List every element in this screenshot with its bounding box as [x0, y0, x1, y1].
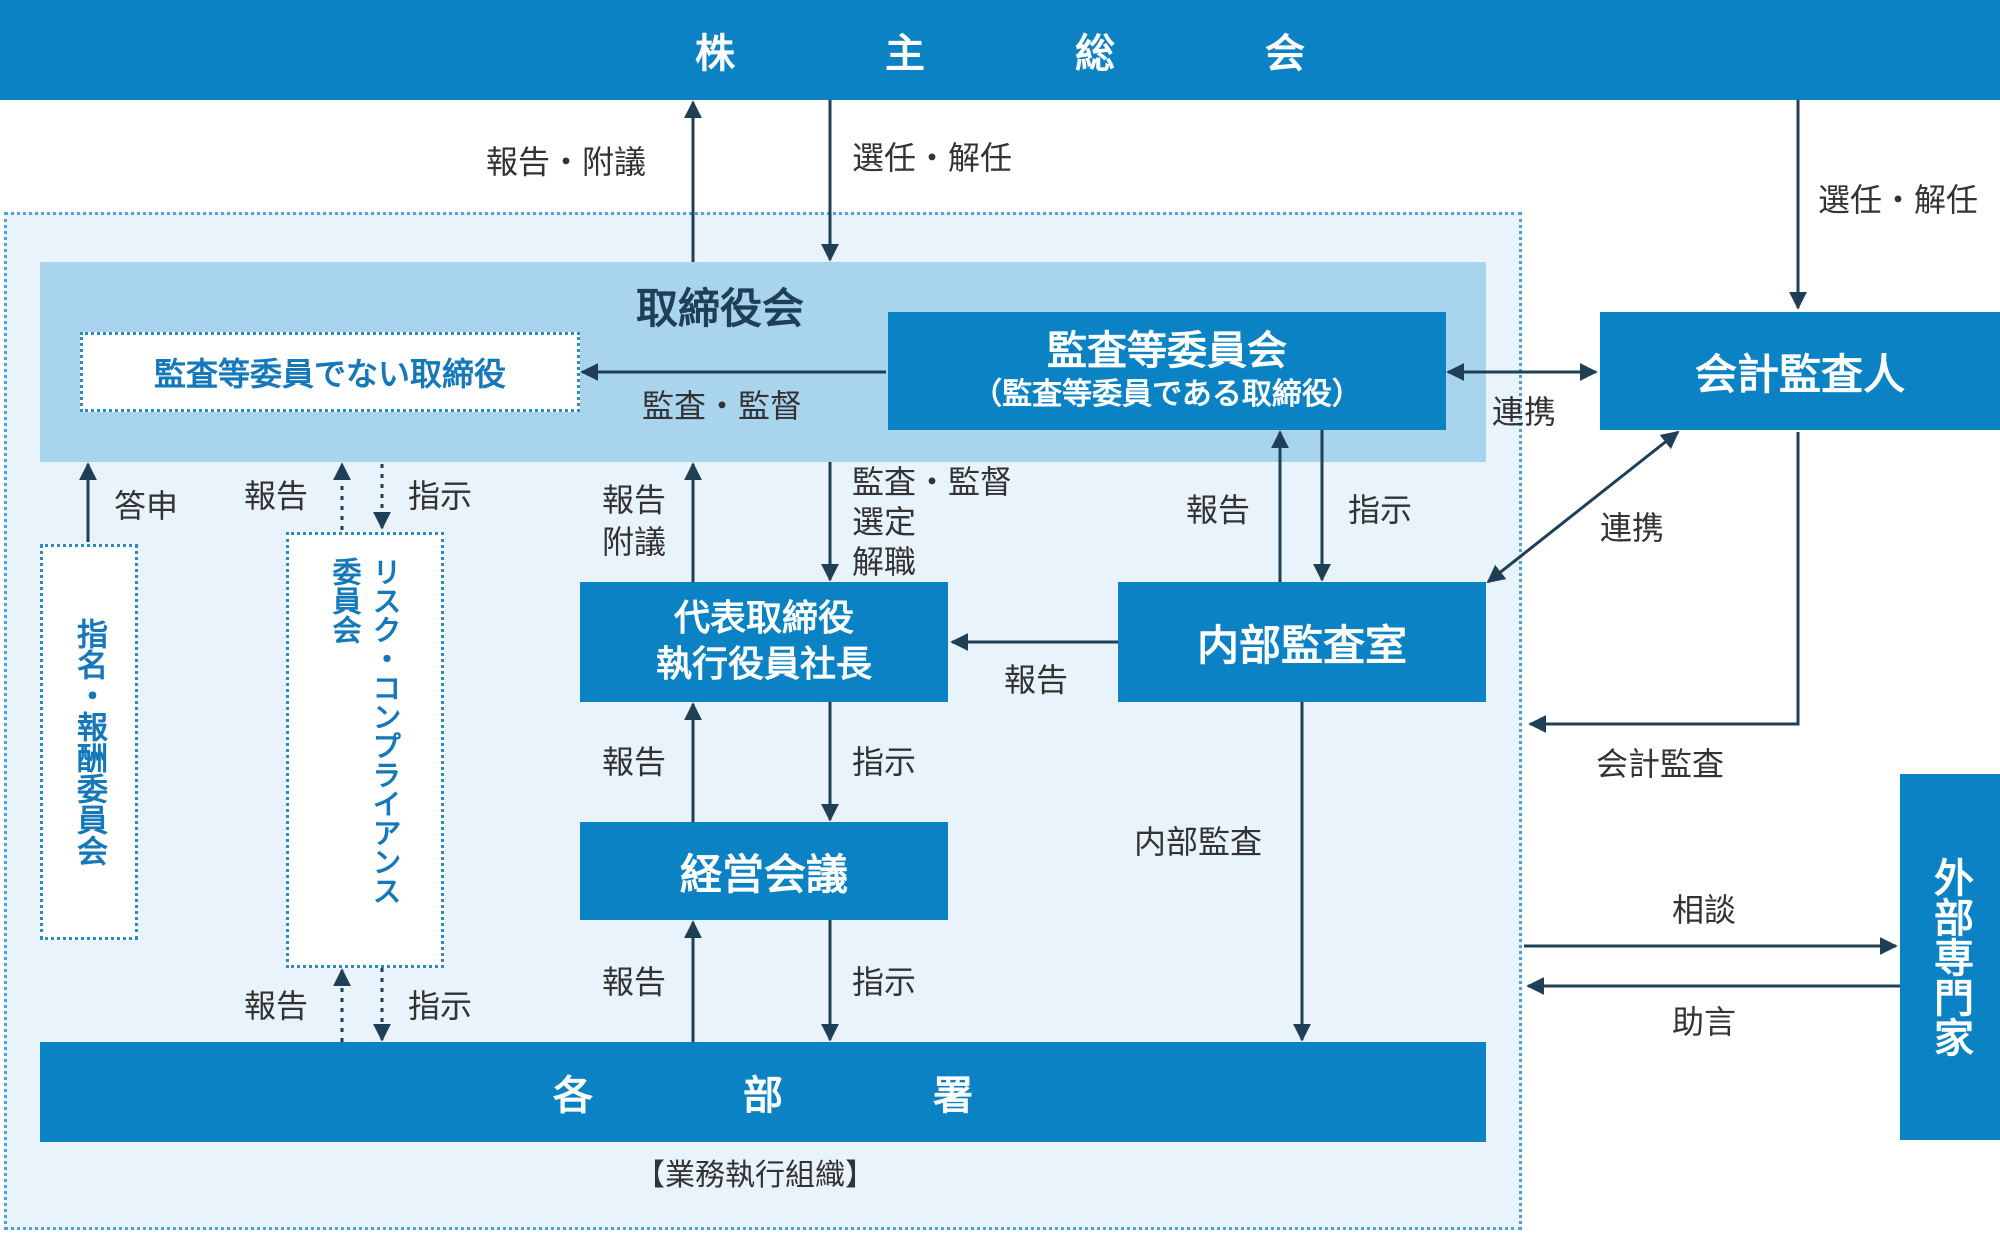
label-committee-instruct: 指示	[1348, 491, 1413, 529]
representative-director-ceo: 代表取締役 執行役員社長	[580, 582, 948, 702]
board-title: 取締役会	[636, 284, 805, 333]
label-answer: 答申	[114, 487, 179, 525]
label-cooperation-1: 連携	[1492, 393, 1557, 431]
label-advice: 助言	[1672, 1003, 1737, 1041]
label-consult: 相談	[1672, 891, 1737, 929]
risk-committee-label-line1: リスク・コンプライアンス	[368, 557, 402, 905]
audit-committee-title: 監査等委員会	[1047, 328, 1287, 374]
label-internal-report: 報告	[1186, 491, 1251, 529]
ceo-label-line1: 代表取締役	[673, 598, 854, 639]
label-board-to-ceo-line3: 解職	[852, 543, 917, 581]
non-audit-directors-label: 監査等委員でない取締役	[153, 355, 506, 393]
label-elect-dismiss-board: 選任・解任	[852, 139, 1013, 177]
label-mm-report: 報告	[602, 743, 667, 781]
label-audit-supervise: 監査・監督	[642, 387, 803, 425]
label-ceo-instruct: 指示	[852, 743, 917, 781]
label-risk-dept-instruct: 指示	[408, 987, 473, 1025]
label-elect-dismiss-auditor: 選任・解任	[1818, 181, 1979, 219]
audit-committee-subtitle: （監査等委員である取締役）	[972, 377, 1362, 412]
arrow-cooperation-2	[1486, 430, 1680, 584]
audit-supervisory-committee: 監査等委員会 （監査等委員である取締役）	[888, 312, 1446, 430]
internal-audit-office: 内部監査室	[1118, 582, 1486, 702]
arrow-accounting-audit	[1528, 432, 1800, 733]
label-board-to-ceo-line2: 選定	[852, 503, 917, 541]
label-board-to-ceo-line1: 監査・監督	[852, 463, 1013, 501]
label-risk-instruct: 指示	[408, 477, 473, 515]
label-accounting-audit: 会計監査	[1596, 745, 1725, 783]
risk-committee-label-line2: 委員会	[328, 557, 362, 644]
accounting-auditor-label: 会計監査人	[1694, 349, 1905, 399]
label-cooperation-2: 連携	[1600, 509, 1665, 547]
risk-compliance-committee: リスク・コンプライアンス 委員会	[286, 532, 444, 968]
label-internal-to-ceo: 報告	[1004, 661, 1069, 699]
shareholders-meeting-label: 株主総会	[695, 31, 1455, 77]
shareholders-meeting: 株主総会	[0, 0, 2000, 100]
label-ceo-report-line1: 報告	[602, 481, 667, 519]
management-meeting: 経営会議	[580, 822, 948, 920]
nomination-committee-label: 指名・報酬委員会	[71, 618, 107, 866]
label-report-resolution: 報告・附議	[486, 143, 647, 181]
external-experts: 外部専門家	[1900, 774, 2000, 1140]
departments: 各部署	[40, 1042, 1486, 1142]
label-ceo-report-line2: 附議	[602, 523, 667, 561]
accounting-auditor: 会計監査人	[1600, 312, 2000, 430]
departments-label: 各部署	[553, 1073, 1123, 1119]
label-risk-report: 報告	[244, 477, 309, 515]
management-meeting-label: 経営会議	[679, 849, 848, 899]
execution-organization-caption: 【業務執行組織】	[635, 1158, 875, 1193]
ceo-label-line2: 執行役員社長	[655, 644, 872, 685]
label-dept-risk-report: 報告	[244, 987, 309, 1025]
non-audit-directors: 監査等委員でない取締役	[80, 332, 580, 412]
internal-audit-office-label: 内部監査室	[1196, 620, 1407, 670]
label-dept-report: 報告	[602, 963, 667, 1001]
external-experts-label: 外部専門家	[1927, 857, 1973, 1057]
label-internal-audit: 内部監査	[1134, 823, 1263, 861]
label-mm-instruct: 指示	[852, 963, 917, 1001]
nomination-remuneration-committee: 指名・報酬委員会	[40, 544, 138, 940]
